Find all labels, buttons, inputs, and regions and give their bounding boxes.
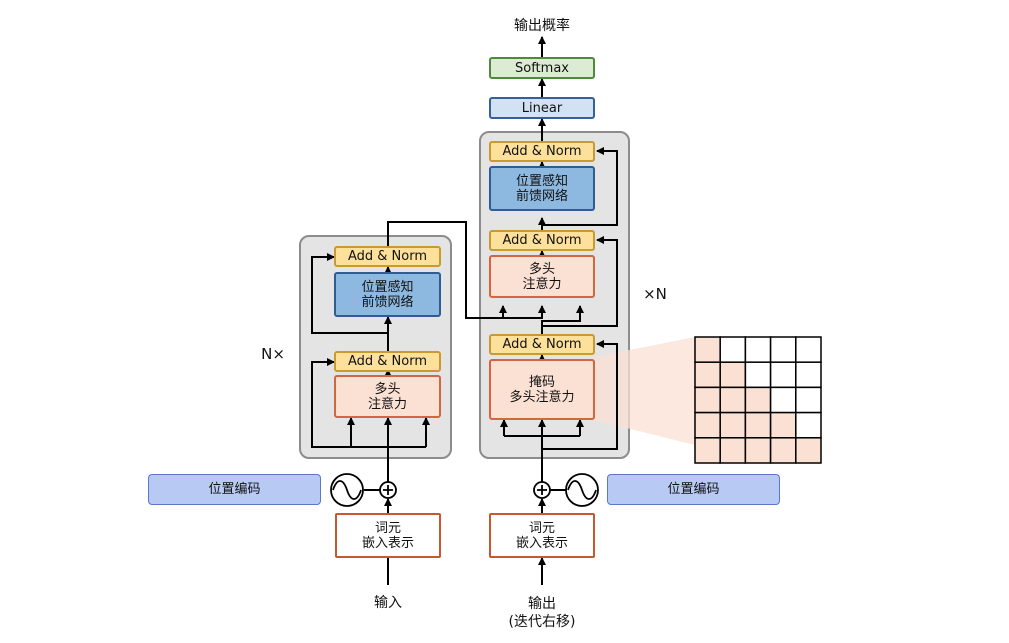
dec-add-norm-top: Add & Norm xyxy=(489,141,595,162)
enc-add-norm-bottom-label: Add & Norm xyxy=(347,354,428,369)
dec-masked-attention-box: 掩码 多头注意力 xyxy=(489,359,595,420)
mask-cell xyxy=(769,336,797,363)
mask-cell xyxy=(795,437,822,464)
linear-label: Linear xyxy=(521,100,563,116)
mask-cell xyxy=(744,336,772,363)
linear-box: Linear xyxy=(489,97,595,119)
softmax-label: Softmax xyxy=(515,60,569,76)
enc-sine-icon xyxy=(330,473,364,507)
dec-repeat-label: ×N xyxy=(643,285,667,303)
enc-res-1 xyxy=(311,358,388,448)
mask-cell xyxy=(719,437,747,464)
mask-grid xyxy=(694,336,822,464)
mask-cell xyxy=(694,386,721,414)
mask-cell xyxy=(694,437,721,464)
dec-add-norm-bottom: Add & Norm xyxy=(489,334,595,355)
mask-cell xyxy=(769,411,797,439)
mask-cell xyxy=(694,411,721,439)
enc-repeat-label: N× xyxy=(261,345,285,363)
dec-plus-icon xyxy=(533,481,551,499)
dec-res-1 xyxy=(542,340,618,450)
enc-input-label: 输入 xyxy=(374,595,402,611)
enc-add-norm-bottom: Add & Norm xyxy=(334,351,441,372)
dec-ffn-label: 位置感知 前馈网络 xyxy=(515,173,568,204)
dec-embedding-box: 词元 嵌入表示 xyxy=(489,513,595,558)
dec-embedding-label: 词元 嵌入表示 xyxy=(515,520,568,551)
enc-embedding-label: 词元 嵌入表示 xyxy=(361,520,414,551)
output-probabilities-label: 输出概率 xyxy=(514,18,570,34)
dec-sine-icon xyxy=(565,473,599,507)
enc-to-decoder-2 xyxy=(503,305,546,319)
mask-cell xyxy=(719,336,747,363)
mask-cell xyxy=(744,411,772,439)
mask-cell xyxy=(744,437,772,464)
dec-add-norm-mid-label: Add & Norm xyxy=(502,233,582,248)
mask-projection xyxy=(594,337,695,445)
dec-pos-encoding-box: 位置编码 xyxy=(607,474,780,505)
dec-input-label: 输出 (迭代右移) xyxy=(508,596,576,630)
dec-res-2 xyxy=(542,236,618,327)
dec-ffn-box: 位置感知 前馈网络 xyxy=(489,166,595,211)
dec-masked-attention-label: 掩码 多头注意力 xyxy=(509,374,575,405)
mask-cell xyxy=(795,361,822,389)
dec-addnorm-to-cross xyxy=(541,305,584,334)
mask-cell xyxy=(744,361,772,389)
mask-cell xyxy=(694,361,721,389)
softmax-box: Softmax xyxy=(489,57,595,79)
enc-res-2 xyxy=(311,253,388,334)
enc-plus-icon xyxy=(379,481,397,499)
enc-attention-box: 多头 注意力 xyxy=(334,375,441,418)
dec-add-norm-top-label: Add & Norm xyxy=(502,144,582,159)
mask-cell xyxy=(769,386,797,414)
mask-cell xyxy=(719,386,747,414)
enc-pos-encoding-box: 位置编码 xyxy=(148,474,321,505)
mask-cell xyxy=(769,361,797,389)
mask-cell xyxy=(719,361,747,389)
dec-cross-attention-box: 多头 注意力 xyxy=(489,255,595,298)
enc-embedding-box: 词元 嵌入表示 xyxy=(335,513,441,558)
dec-cross-attention-label: 多头 注意力 xyxy=(522,261,562,292)
mask-cell xyxy=(795,411,822,439)
enc-ffn-label: 位置感知 前馈网络 xyxy=(361,279,414,310)
enc-to-decoder xyxy=(387,221,507,319)
mask-cell xyxy=(719,411,747,439)
enc-ffn-box: 位置感知 前馈网络 xyxy=(334,272,441,317)
mask-cell xyxy=(769,437,797,464)
enc-add-norm-top: Add & Norm xyxy=(334,246,441,267)
dec-add-norm-mid: Add & Norm xyxy=(489,230,595,251)
dec-res-3 xyxy=(542,147,618,226)
enc-pos-encoding-label: 位置编码 xyxy=(208,482,261,497)
mask-cell xyxy=(744,386,772,414)
mask-cell xyxy=(795,336,822,363)
mask-cell xyxy=(694,336,721,363)
mask-cell xyxy=(795,386,822,414)
enc-attention-label: 多头 注意力 xyxy=(367,381,407,412)
dec-add-norm-bottom-label: Add & Norm xyxy=(502,337,582,352)
dec-pos-encoding-label: 位置编码 xyxy=(667,482,720,497)
enc-add-norm-top-label: Add & Norm xyxy=(347,249,428,264)
